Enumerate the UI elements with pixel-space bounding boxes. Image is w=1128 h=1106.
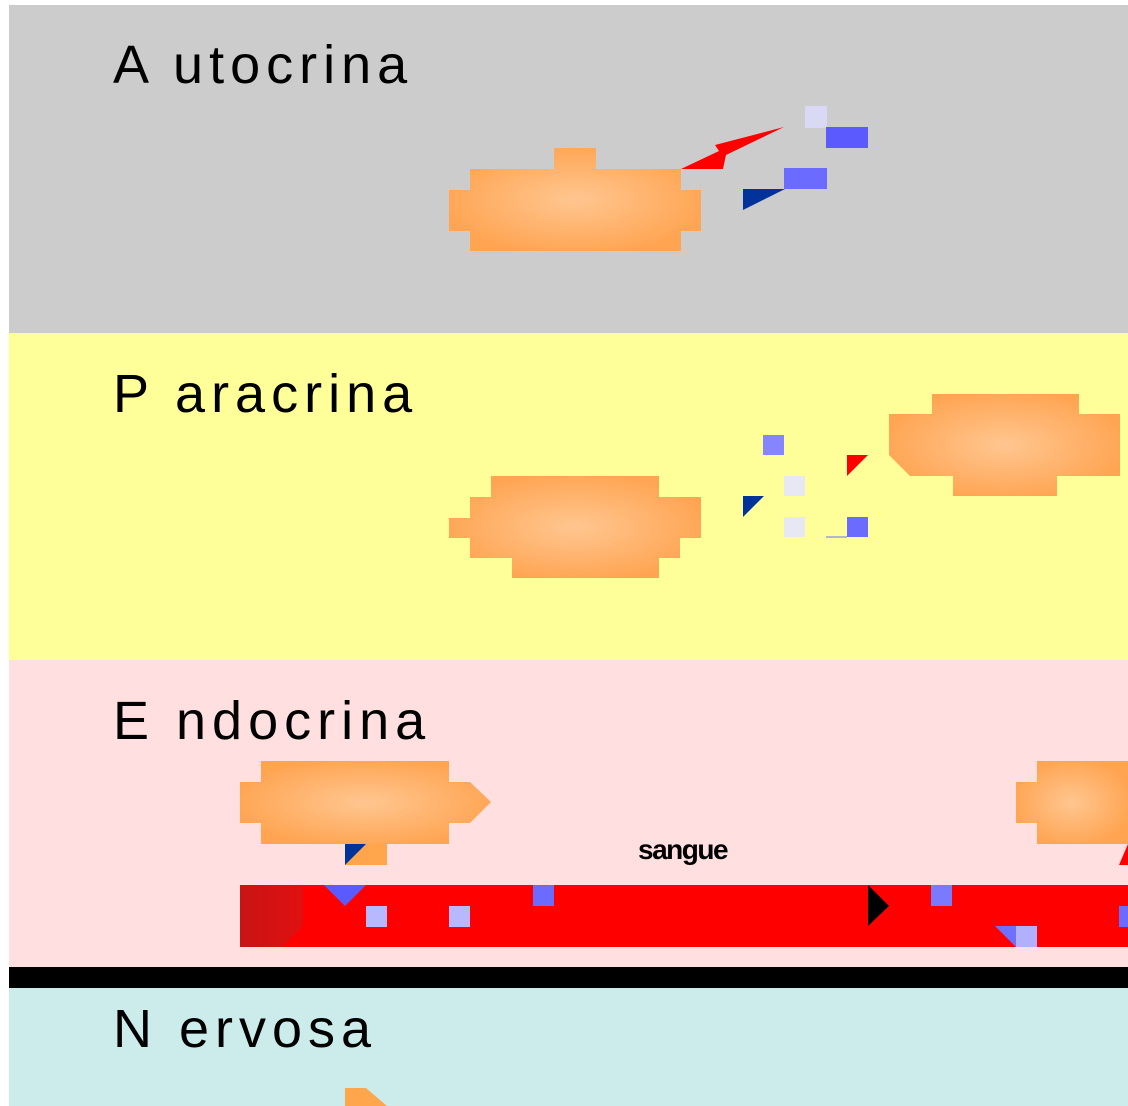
molecule-blue — [763, 435, 784, 455]
paracrine-diagram — [9, 333, 1128, 660]
receptor-blue — [743, 496, 764, 517]
target-cell — [889, 394, 1120, 496]
molecule-light — [1016, 926, 1037, 947]
signal-molecule-red — [681, 127, 784, 169]
paracrine-panel: P aracrina — [9, 333, 1128, 660]
autocrine-diagram — [9, 5, 1128, 333]
target-cell — [1016, 761, 1128, 865]
signal-molecule-red — [847, 455, 868, 476]
molecule-light — [449, 906, 470, 927]
separator-bar — [9, 967, 1128, 988]
molecule-blue — [784, 168, 827, 189]
molecule-blue — [847, 517, 868, 537]
molecule-blue — [533, 885, 554, 906]
gland-cell — [240, 761, 491, 865]
receptor-blue — [743, 189, 785, 210]
neuron-terminal — [345, 1088, 387, 1106]
blood-label: sangue — [638, 836, 727, 864]
cell — [449, 148, 701, 251]
source-cell — [449, 476, 701, 578]
nervous-panel: N ervosa — [9, 988, 1128, 1106]
nervous-diagram — [9, 988, 1128, 1106]
molecule-light — [366, 906, 387, 927]
endocrine-panel: E ndocrina sangue — [9, 660, 1128, 967]
molecule-blue — [931, 885, 952, 906]
molecule-blue — [826, 127, 868, 148]
molecule-blue — [1119, 906, 1128, 927]
molecule-pale — [784, 517, 805, 537]
molecule-pale — [784, 476, 805, 496]
endocrine-diagram — [9, 660, 1128, 967]
molecule-pale — [805, 106, 827, 128]
autocrine-panel: A utocrina — [9, 5, 1128, 333]
